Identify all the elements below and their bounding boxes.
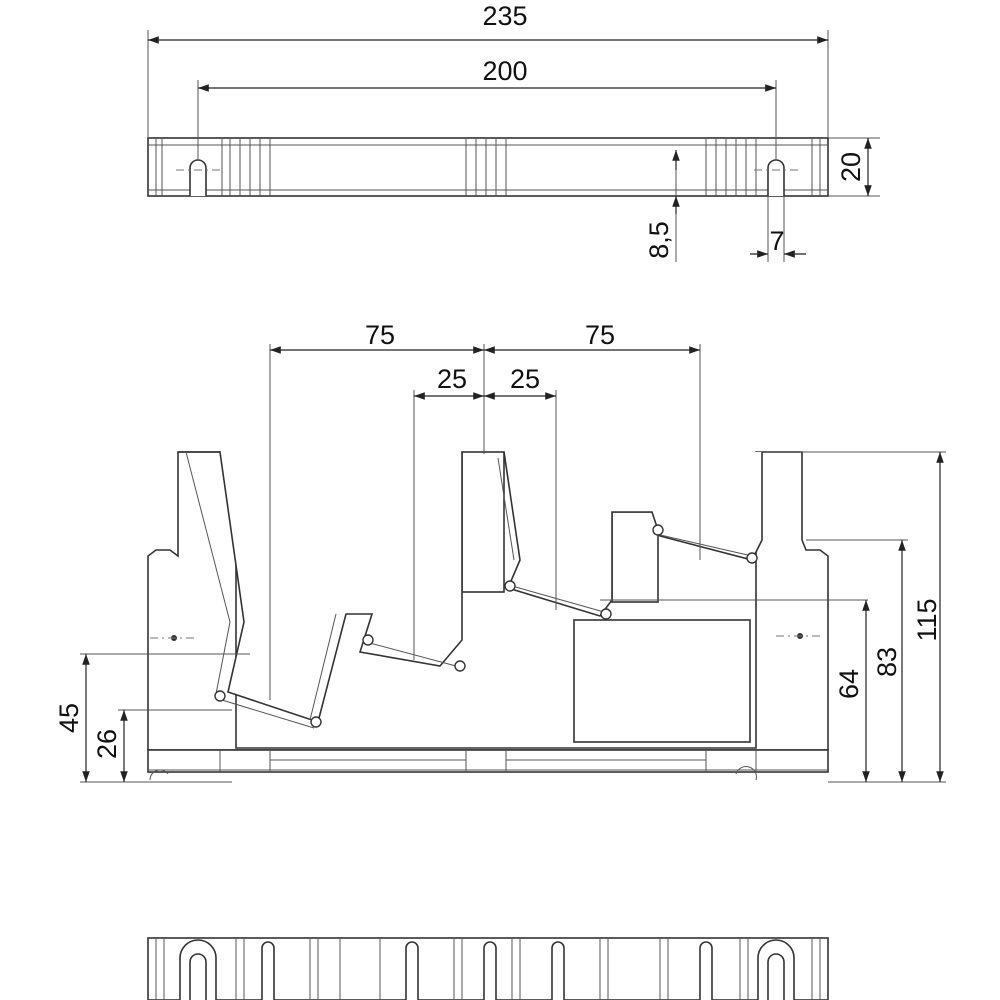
dim-height-45: 45	[54, 703, 84, 733]
front-view-foot-strip	[147, 749, 829, 773]
dim-height-115: 115	[912, 598, 942, 641]
dim-height-26: 26	[92, 729, 122, 759]
dim-top-height: 20	[836, 152, 866, 182]
dim-slot-offset: 8,5	[644, 221, 674, 259]
top-view: 235 200 20 8,5 7	[147, 1, 880, 262]
dim-pitch-right: 75	[585, 320, 615, 350]
top-view-body	[147, 137, 829, 197]
dim-overall-length: 235	[482, 1, 527, 31]
center-post	[461, 451, 505, 593]
dim-height-64: 64	[834, 669, 864, 699]
dim-pitch-left: 75	[365, 320, 395, 350]
dim-slot-width: 7	[769, 226, 784, 256]
dim-hole-spacing: 200	[482, 56, 527, 86]
contact-points	[214, 524, 758, 728]
right-mounting-slot	[767, 159, 785, 196]
bottom-view-slots	[179, 939, 795, 1000]
dim-height-83: 83	[872, 647, 902, 677]
bottom-view	[147, 937, 829, 1000]
dim-half-left: 25	[437, 364, 467, 394]
label-window	[573, 619, 751, 743]
top-view-ribs	[155, 138, 821, 196]
dim-half-right: 25	[510, 364, 540, 394]
front-view: 75 75 25 25 115 83 64 45 26	[54, 320, 946, 783]
right-step-post	[611, 511, 659, 603]
busbar-clip-middle	[503, 451, 763, 617]
left-mounting-slot	[189, 159, 207, 196]
